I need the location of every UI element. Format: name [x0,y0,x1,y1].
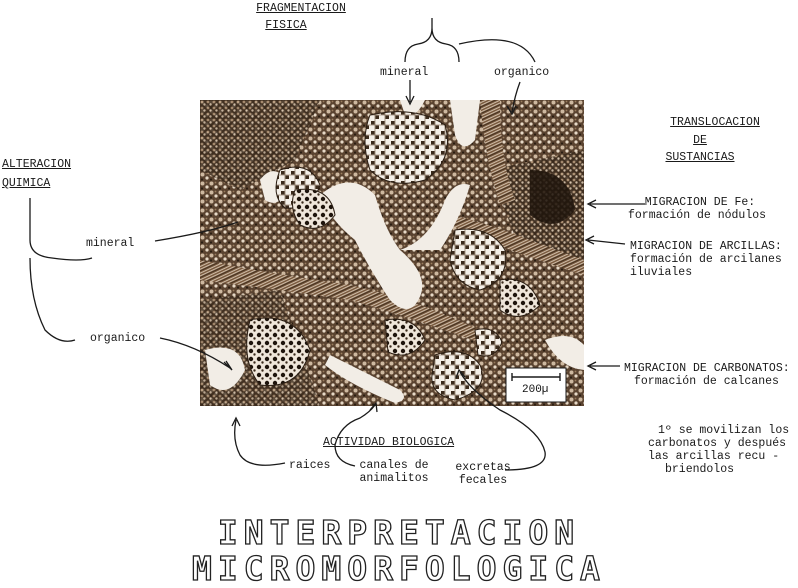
title-quimica: QUIMICA [2,177,51,190]
title-translocacion: TRANSLOCACION [670,116,760,129]
label-iluviales: iluviales [630,266,693,279]
label-left-organico: organico [90,332,146,345]
label-left-mineral: mineral [86,237,135,250]
title-sustancias: SUSTANCIAS [665,151,735,164]
title-fragmentacion: FRAGMENTACION [256,2,346,15]
note-line-2: carbonatos y después [648,437,787,450]
main-title: INTERPRETACION MICROMORFOLOGICA [191,513,606,588]
micrograph-thin-section [200,100,584,406]
label-top-organico: organico [494,66,550,79]
label-formacion-calcanes: formación de calcanes [634,375,779,388]
label-fecales: fecales [458,474,508,487]
note-line-4: briendolos [665,463,735,476]
connector-lines [29,18,645,471]
label-migracion-arcillas: MIGRACION DE ARCILLAS: [630,240,782,253]
note-line-1: 1º se movilizan los [658,424,790,437]
title-actividad-biologica: ACTIVIDAD BIOLOGICA [323,436,455,449]
label-migracion-fe: MIGRACION DE Fe: [644,196,756,209]
label-excretas: excretas [455,461,511,474]
label-animalitos: animalitos [359,472,429,485]
label-raices: raices [289,459,331,472]
title-fisica: FISICA [265,19,307,32]
scale-bar-label: 200µ [522,384,549,396]
title-alteracion: ALTERACION [2,158,72,171]
note-line-3: las arcillas recu - [648,450,780,463]
label-migracion-carbonatos: MIGRACION DE CARBONATOS: [624,362,790,375]
label-formacion-arcilanes: formación de arcilanes [630,253,782,266]
label-formacion-nodulos: formación de nódulos [628,209,767,222]
label-top-mineral: mineral [380,66,429,79]
title-de: DE [693,134,707,147]
label-canales: canales de [359,459,429,472]
